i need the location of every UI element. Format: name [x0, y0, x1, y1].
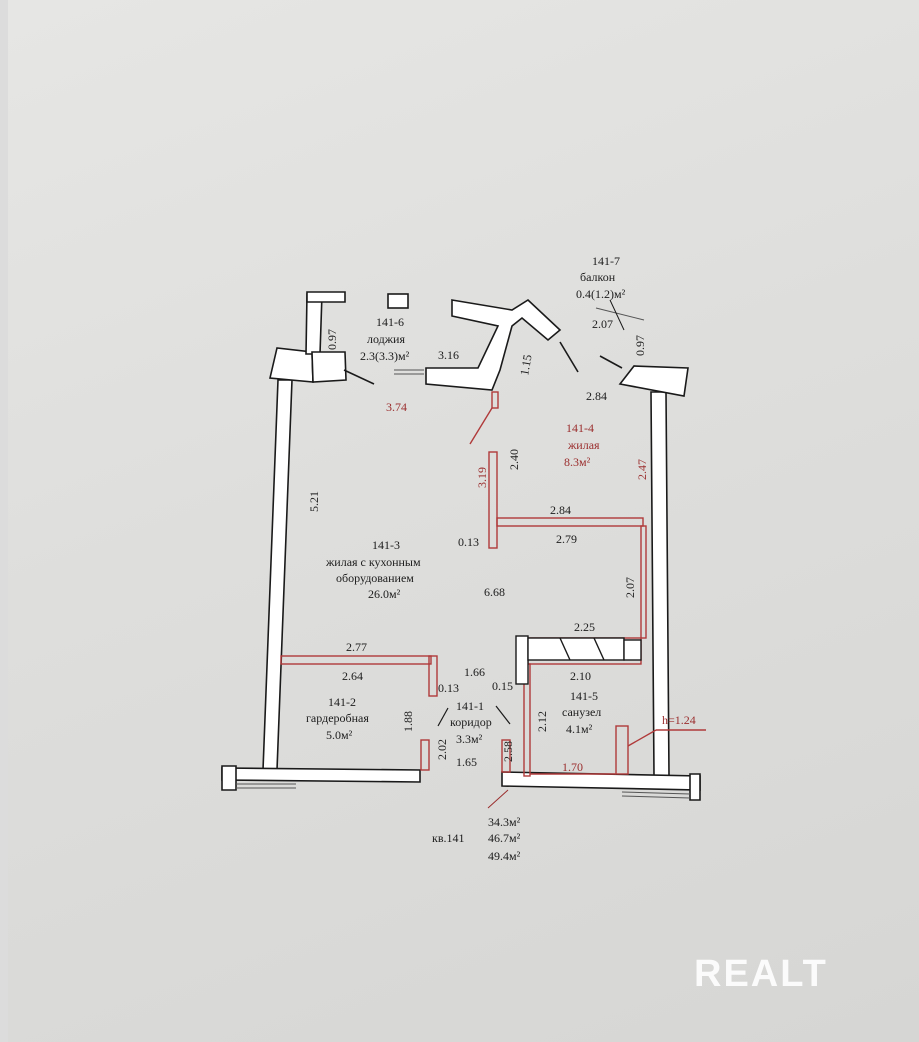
dim-0-13-low: 0.13: [438, 681, 459, 695]
exterior-walls: [221, 291, 701, 801]
partitions: [280, 391, 706, 777]
partition-small-top: [491, 391, 499, 409]
dim-2-58: 2.58: [501, 741, 515, 762]
dim-2-10: 2.10: [570, 669, 591, 683]
room3-name2: оборудованием: [336, 571, 414, 585]
room4-area: 8.3м²: [564, 455, 591, 469]
dim-2-79: 2.79: [556, 532, 577, 546]
dim-0-97-left: 0.97: [325, 329, 339, 350]
room1-name: коридор: [450, 715, 492, 729]
windows: [236, 307, 691, 799]
dim-1-88: 1.88: [401, 711, 415, 732]
room3-name1: жилая с кухонным: [325, 555, 421, 569]
room4-name: жилая: [567, 438, 600, 452]
dim-h: h=1.24: [662, 713, 696, 727]
leader-line-4: [469, 407, 493, 445]
room2-id: 141-2: [328, 695, 356, 709]
partition-corridor-right: [501, 739, 511, 773]
dim-1-15: 1.15: [517, 353, 534, 376]
room5-id: 141-5: [570, 689, 598, 703]
dim-3-74: 3.74: [386, 400, 407, 414]
partition-corridor-left: [420, 739, 430, 771]
partition-right-4: [640, 525, 647, 639]
room7-id: 141-7: [592, 254, 620, 268]
wall-end-right: [689, 773, 701, 801]
apartment-label: кв.141: [432, 831, 465, 845]
partition-horizontal-4: [496, 517, 644, 527]
wall-loggia-left: [305, 293, 323, 355]
dim-2-64: 2.64: [342, 669, 363, 683]
dim-0-15: 0.15: [492, 679, 513, 693]
dim-2-84-mid: 2.84: [550, 503, 571, 517]
dim-2-12: 2.12: [535, 711, 549, 732]
dim-0-13-mid: 0.13: [458, 535, 479, 549]
leader-line-apartment: [487, 789, 509, 809]
wall-left: [262, 379, 293, 771]
room5-area: 4.1м²: [566, 722, 593, 736]
dim-1-66: 1.66: [464, 665, 485, 679]
dim-2-07-right: 2.07: [623, 577, 637, 598]
room3-area: 26.0м²: [368, 587, 401, 601]
dim-2-84-top: 2.84: [586, 389, 607, 403]
dim-2-02: 2.02: [435, 739, 449, 760]
room6-id: 141-6: [376, 315, 404, 329]
dim-0-97-right: 0.97: [633, 335, 647, 356]
door-swings: [343, 341, 623, 385]
room7-name: балкон: [580, 270, 616, 284]
dim-2-47: 2.47: [635, 459, 649, 480]
paper-background: [8, 0, 919, 1042]
dim-3-16: 3.16: [438, 348, 459, 362]
dim-1-70: 1.70: [562, 760, 583, 774]
dim-5-21: 5.21: [307, 491, 321, 512]
leader-line-balcony: [609, 299, 625, 331]
wall-loggia-corner: [311, 351, 347, 383]
wall-right-cap: [618, 365, 689, 397]
wall-loggia-right: [425, 298, 562, 391]
dim-2-07-top: 2.07: [592, 317, 613, 331]
partition-wardrobe-right: [428, 655, 438, 697]
room7-area: 0.4(1.2)м²: [576, 287, 626, 301]
bath-fixture-top: [515, 635, 642, 685]
room6-area: 2.3(3.3)м²: [360, 349, 410, 363]
wall-bottom-left: [221, 767, 421, 783]
wall-end-left: [221, 765, 237, 791]
apartment-area-2: 46.7м²: [488, 831, 521, 845]
dim-1-65: 1.65: [456, 755, 477, 769]
leader-line-h: [627, 729, 657, 747]
room5-name: санузел: [562, 705, 601, 719]
wall-loggia-top: [306, 291, 346, 303]
dim-3-19: 3.19: [475, 467, 489, 488]
partition-wardrobe-top: [280, 655, 432, 665]
partition-bath-right: [615, 725, 629, 775]
wall-pillar: [387, 293, 409, 309]
apartment-area-3: 49.4м²: [488, 849, 521, 863]
room2-name: гардеробная: [306, 711, 369, 725]
room3-id: 141-3: [372, 538, 400, 552]
dim-2-40: 2.40: [507, 449, 521, 470]
room1-area: 3.3м²: [456, 732, 483, 746]
dim-2-77: 2.77: [346, 640, 367, 654]
room6-name: лоджия: [367, 332, 405, 346]
room4-id: 141-4: [566, 421, 594, 435]
dim-2-25: 2.25: [574, 620, 595, 634]
apartment-area-1: 34.3м²: [488, 815, 521, 829]
dim-6-68: 6.68: [484, 585, 505, 599]
door-swings-inner: [437, 705, 511, 727]
watermark-logo: REALT: [694, 953, 828, 995]
partition-vertical-mid: [488, 451, 498, 549]
room2-area: 5.0м²: [326, 728, 353, 742]
room1-id: 141-1: [456, 699, 484, 713]
